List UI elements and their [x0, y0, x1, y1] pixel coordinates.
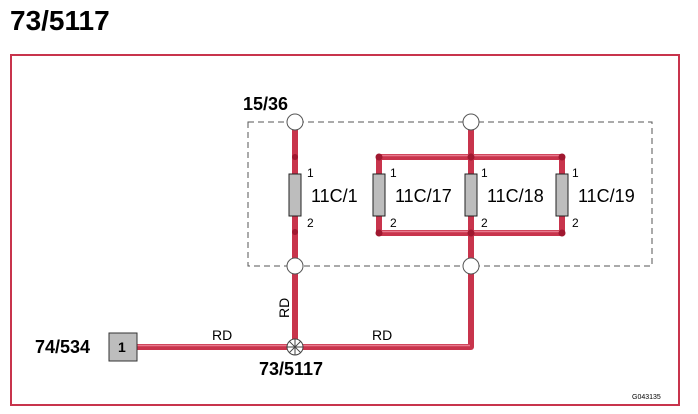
ground-label: 15/36 [243, 94, 288, 114]
splice-73-5117 [286, 338, 304, 356]
fuse-pin-bottom: 2 [572, 216, 579, 230]
splice-label: 73/5117 [259, 359, 323, 379]
fuse-pin-bottom: 2 [390, 216, 397, 230]
fuse-11c17: 11C/17 1 2 [372, 166, 452, 230]
node-top-right [462, 113, 480, 131]
fuse-pin-bottom: 2 [307, 216, 314, 230]
fuse-label: 11C/1 [311, 186, 358, 206]
bus-corner-dots [292, 153, 566, 237]
node-bottom-left [286, 257, 304, 275]
fuse-pin-top: 1 [481, 166, 488, 180]
wire-splice-to-right-node [292, 263, 474, 350]
node-bottom-right [462, 257, 480, 275]
terminal-nodes [286, 113, 480, 275]
figure-id: G043135 [632, 394, 661, 401]
fuse-pin-bottom: 2 [481, 216, 488, 230]
wire-color-label-left: RD [212, 327, 232, 343]
fuse-body [555, 173, 569, 217]
page-title: 73/5117 [10, 5, 110, 36]
fuse-body [464, 173, 478, 217]
node-ground-15-36 [286, 113, 304, 131]
fuse-pin-top: 1 [572, 166, 579, 180]
fuse-label: 11C/18 [487, 186, 544, 206]
connector-pin: 1 [118, 339, 126, 355]
wire-highlights [137, 154, 562, 347]
fuse-pin-top: 1 [390, 166, 397, 180]
wire-color-label-right: RD [372, 327, 392, 343]
fuse-box-outline [247, 121, 653, 267]
connector-body [108, 332, 138, 362]
fuse-11c1: 11C/1 1 2 [288, 166, 358, 230]
fuse-label: 11C/19 [578, 186, 635, 206]
fuse-body [372, 173, 386, 217]
fuse-11c18: 11C/18 1 2 [464, 166, 544, 230]
fuse-label: 11C/17 [395, 186, 452, 206]
wire-color-label-vertical: RD [276, 298, 292, 318]
connector-74-534: 1 [108, 332, 138, 362]
connector-label: 74/534 [35, 337, 90, 357]
fuse-pin-top: 1 [307, 166, 314, 180]
fuse-body [288, 173, 302, 217]
fuse-11c19: 11C/19 1 2 [555, 166, 635, 230]
